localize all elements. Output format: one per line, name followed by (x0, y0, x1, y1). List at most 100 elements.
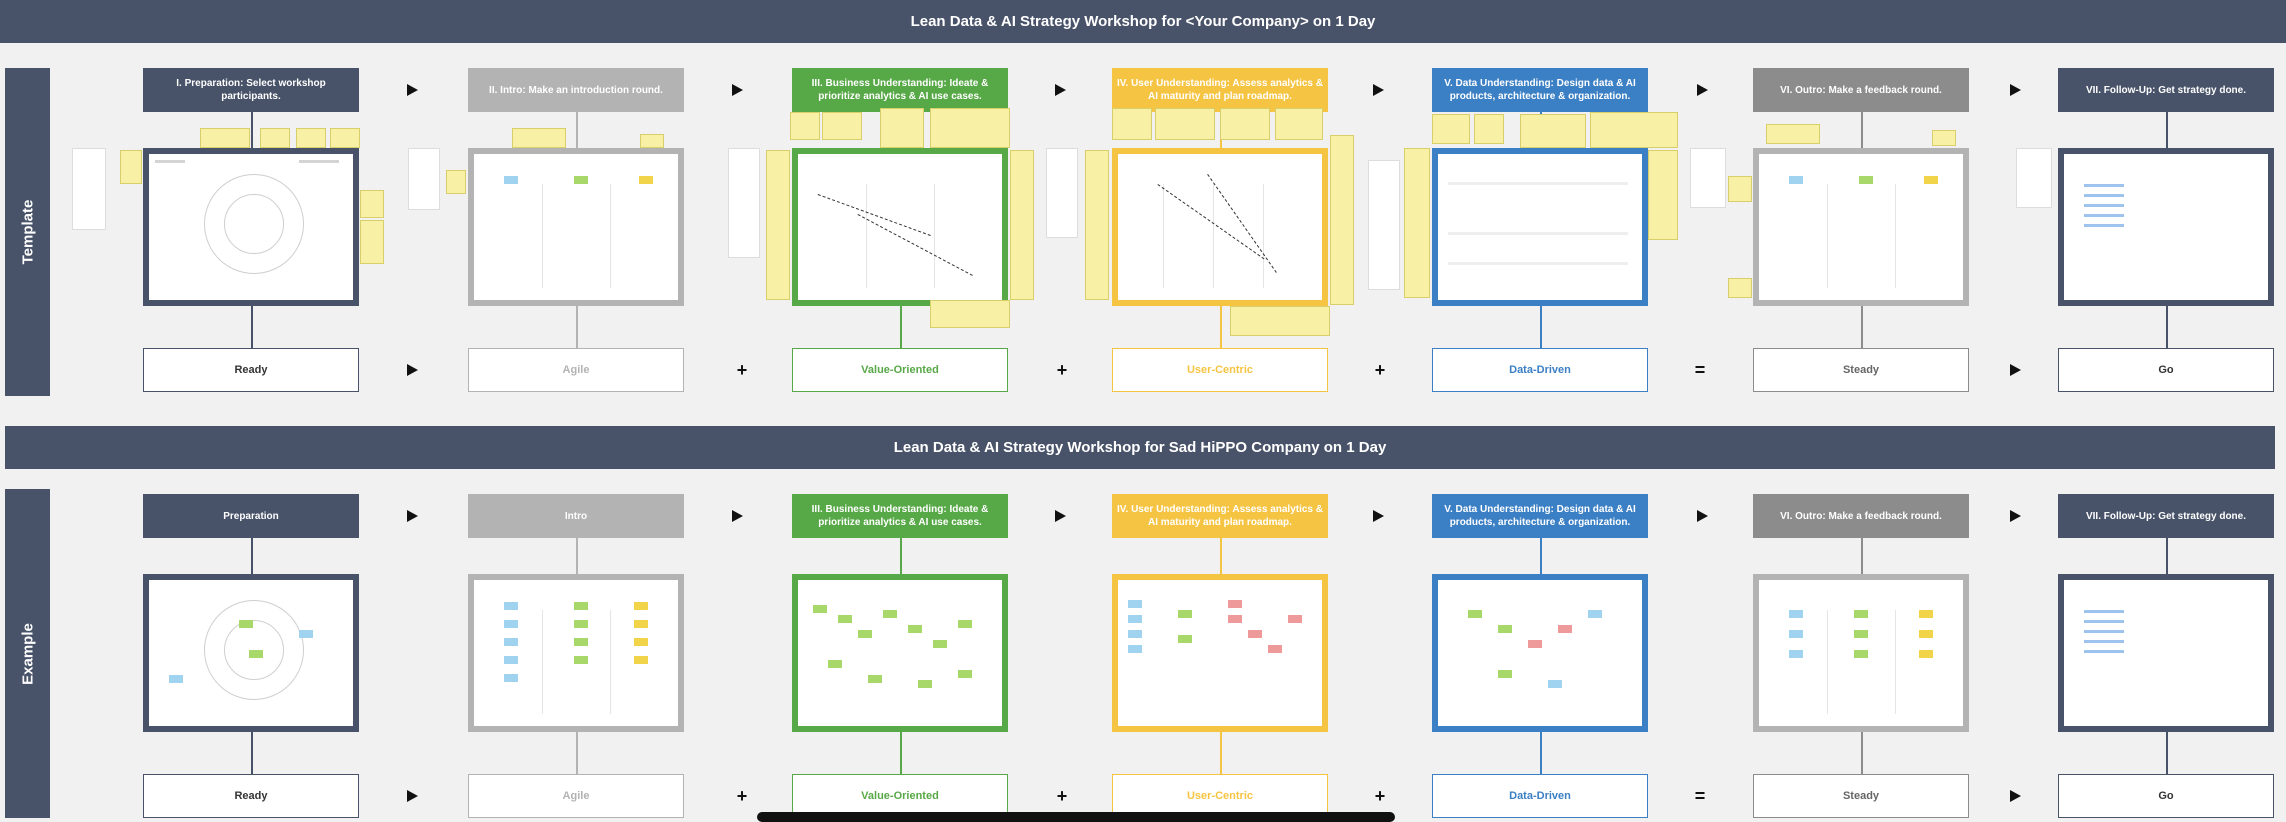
sticky-note (504, 176, 518, 184)
template-step-business-understanding[interactable]: III. Business Understanding: Ideate & pr… (792, 68, 1008, 112)
template-board-user-understanding[interactable] (1112, 148, 1328, 306)
template-step-intro[interactable]: II. Intro: Make an introduction round. (468, 68, 684, 112)
template-step-outro[interactable]: VI. Outro: Make a feedback round. (1753, 68, 1969, 112)
sticky-note (1155, 108, 1215, 140)
example-board-outro[interactable] (1753, 574, 1969, 732)
sticky-note (1474, 114, 1504, 144)
board-canvas (1438, 580, 1642, 726)
example-board-business-understanding[interactable] (792, 574, 1008, 732)
sticky-note (296, 128, 326, 148)
board-canvas (2064, 580, 2268, 726)
board-canvas (1759, 154, 1963, 300)
connector-line (1220, 306, 1222, 348)
sticky-note (1728, 176, 1752, 202)
example-step-follow-up[interactable]: VII. Follow-Up: Get strategy done. (2058, 494, 2274, 538)
sticky-note (930, 108, 1010, 148)
template-result-user-centric: User-Centric (1112, 348, 1328, 392)
example-step-preparation[interactable]: Preparation (143, 494, 359, 538)
board-canvas (474, 580, 678, 726)
example-step-business-understanding[interactable]: III. Business Understanding: Ideate & pr… (792, 494, 1008, 538)
board-canvas (798, 580, 1002, 726)
template-result-ready: Ready (143, 348, 359, 392)
sticky-note (639, 176, 653, 184)
plus-operator: + (1374, 359, 1386, 380)
side-document (72, 148, 106, 230)
sticky-note (1932, 130, 1956, 146)
side-document (1046, 148, 1078, 238)
connector-line (251, 306, 253, 348)
sticky-note (1766, 124, 1820, 144)
side-document (408, 148, 440, 210)
example-step-intro[interactable]: Intro (468, 494, 684, 538)
side-document (2016, 148, 2052, 208)
stakeholder-circle (204, 174, 304, 274)
connector-line (2166, 112, 2168, 148)
play-arrow-icon (2010, 364, 2021, 376)
play-arrow-icon (2010, 510, 2021, 522)
template-step-user-understanding[interactable]: IV. User Understanding: Assess analytics… (1112, 68, 1328, 112)
connector-line (900, 306, 902, 348)
board-canvas (1118, 154, 1322, 300)
example-board-preparation[interactable] (143, 574, 359, 732)
plus-operator: + (1056, 785, 1068, 806)
board-canvas (1438, 154, 1642, 300)
example-result-agile: Agile (468, 774, 684, 818)
example-board-user-understanding[interactable] (1112, 574, 1328, 732)
template-section-label: Template (5, 68, 50, 396)
example-banner: Lean Data & AI Strategy Workshop for Sad… (5, 426, 2275, 469)
example-result-user-centric: User-Centric (1112, 774, 1328, 818)
template-board-outro[interactable] (1753, 148, 1969, 306)
board-heading (299, 160, 339, 163)
play-arrow-icon (1697, 510, 1708, 522)
template-step-data-understanding[interactable]: V. Data Understanding: Design data & AI … (1432, 68, 1648, 112)
template-board-intro[interactable] (468, 148, 684, 306)
sticky-note (360, 190, 384, 218)
example-board-intro[interactable] (468, 574, 684, 732)
connector-line (2166, 306, 2168, 348)
sticky-note (640, 134, 664, 148)
example-result-value-oriented: Value-Oriented (792, 774, 1008, 818)
sticky-note (930, 300, 1010, 328)
example-step-user-understanding[interactable]: IV. User Understanding: Assess analytics… (1112, 494, 1328, 538)
play-arrow-icon (1055, 84, 1066, 96)
template-step-follow-up[interactable]: VII. Follow-Up: Get strategy done. (2058, 68, 2274, 112)
example-step-outro[interactable]: VI. Outro: Make a feedback round. (1753, 494, 1969, 538)
sticky-note (1728, 278, 1752, 298)
example-result-ready: Ready (143, 774, 359, 818)
sticky-note (574, 176, 588, 184)
template-board-preparation[interactable] (143, 148, 359, 306)
sticky-note (790, 112, 820, 140)
template-board-business-understanding[interactable] (792, 148, 1008, 306)
equals-operator: = (1694, 785, 1706, 806)
sticky-note (822, 112, 862, 140)
side-document (1368, 160, 1400, 290)
example-result-data-driven: Data-Driven (1432, 774, 1648, 818)
example-result-steady: Steady (1753, 774, 1969, 818)
play-arrow-icon (1055, 510, 1066, 522)
sticky-note (512, 128, 566, 148)
sticky-note (1330, 135, 1354, 305)
plus-operator: + (1056, 359, 1068, 380)
connector-line (576, 306, 578, 348)
template-result-data-driven: Data-Driven (1432, 348, 1648, 392)
sticky-note (1648, 150, 1678, 240)
sticky-note (1275, 108, 1323, 140)
play-arrow-icon (732, 510, 743, 522)
board-canvas (149, 580, 353, 726)
template-step-preparation[interactable]: I. Preparation: Select workshop particip… (143, 68, 359, 112)
board-canvas (474, 154, 678, 300)
sticky-note (1432, 114, 1470, 144)
bottom-toolbar[interactable] (757, 812, 1395, 822)
play-arrow-icon (732, 84, 743, 96)
template-result-go: Go (2058, 348, 2274, 392)
sticky-note (200, 128, 250, 148)
template-board-data-understanding[interactable] (1432, 148, 1648, 306)
example-board-follow-up[interactable] (2058, 574, 2274, 732)
connector-line (576, 112, 578, 148)
example-step-data-understanding[interactable]: V. Data Understanding: Design data & AI … (1432, 494, 1648, 538)
example-board-data-understanding[interactable] (1432, 574, 1648, 732)
equals-operator: = (1694, 359, 1706, 380)
template-result-agile: Agile (468, 348, 684, 392)
play-arrow-icon (407, 510, 418, 522)
template-board-follow-up[interactable] (2058, 148, 2274, 306)
